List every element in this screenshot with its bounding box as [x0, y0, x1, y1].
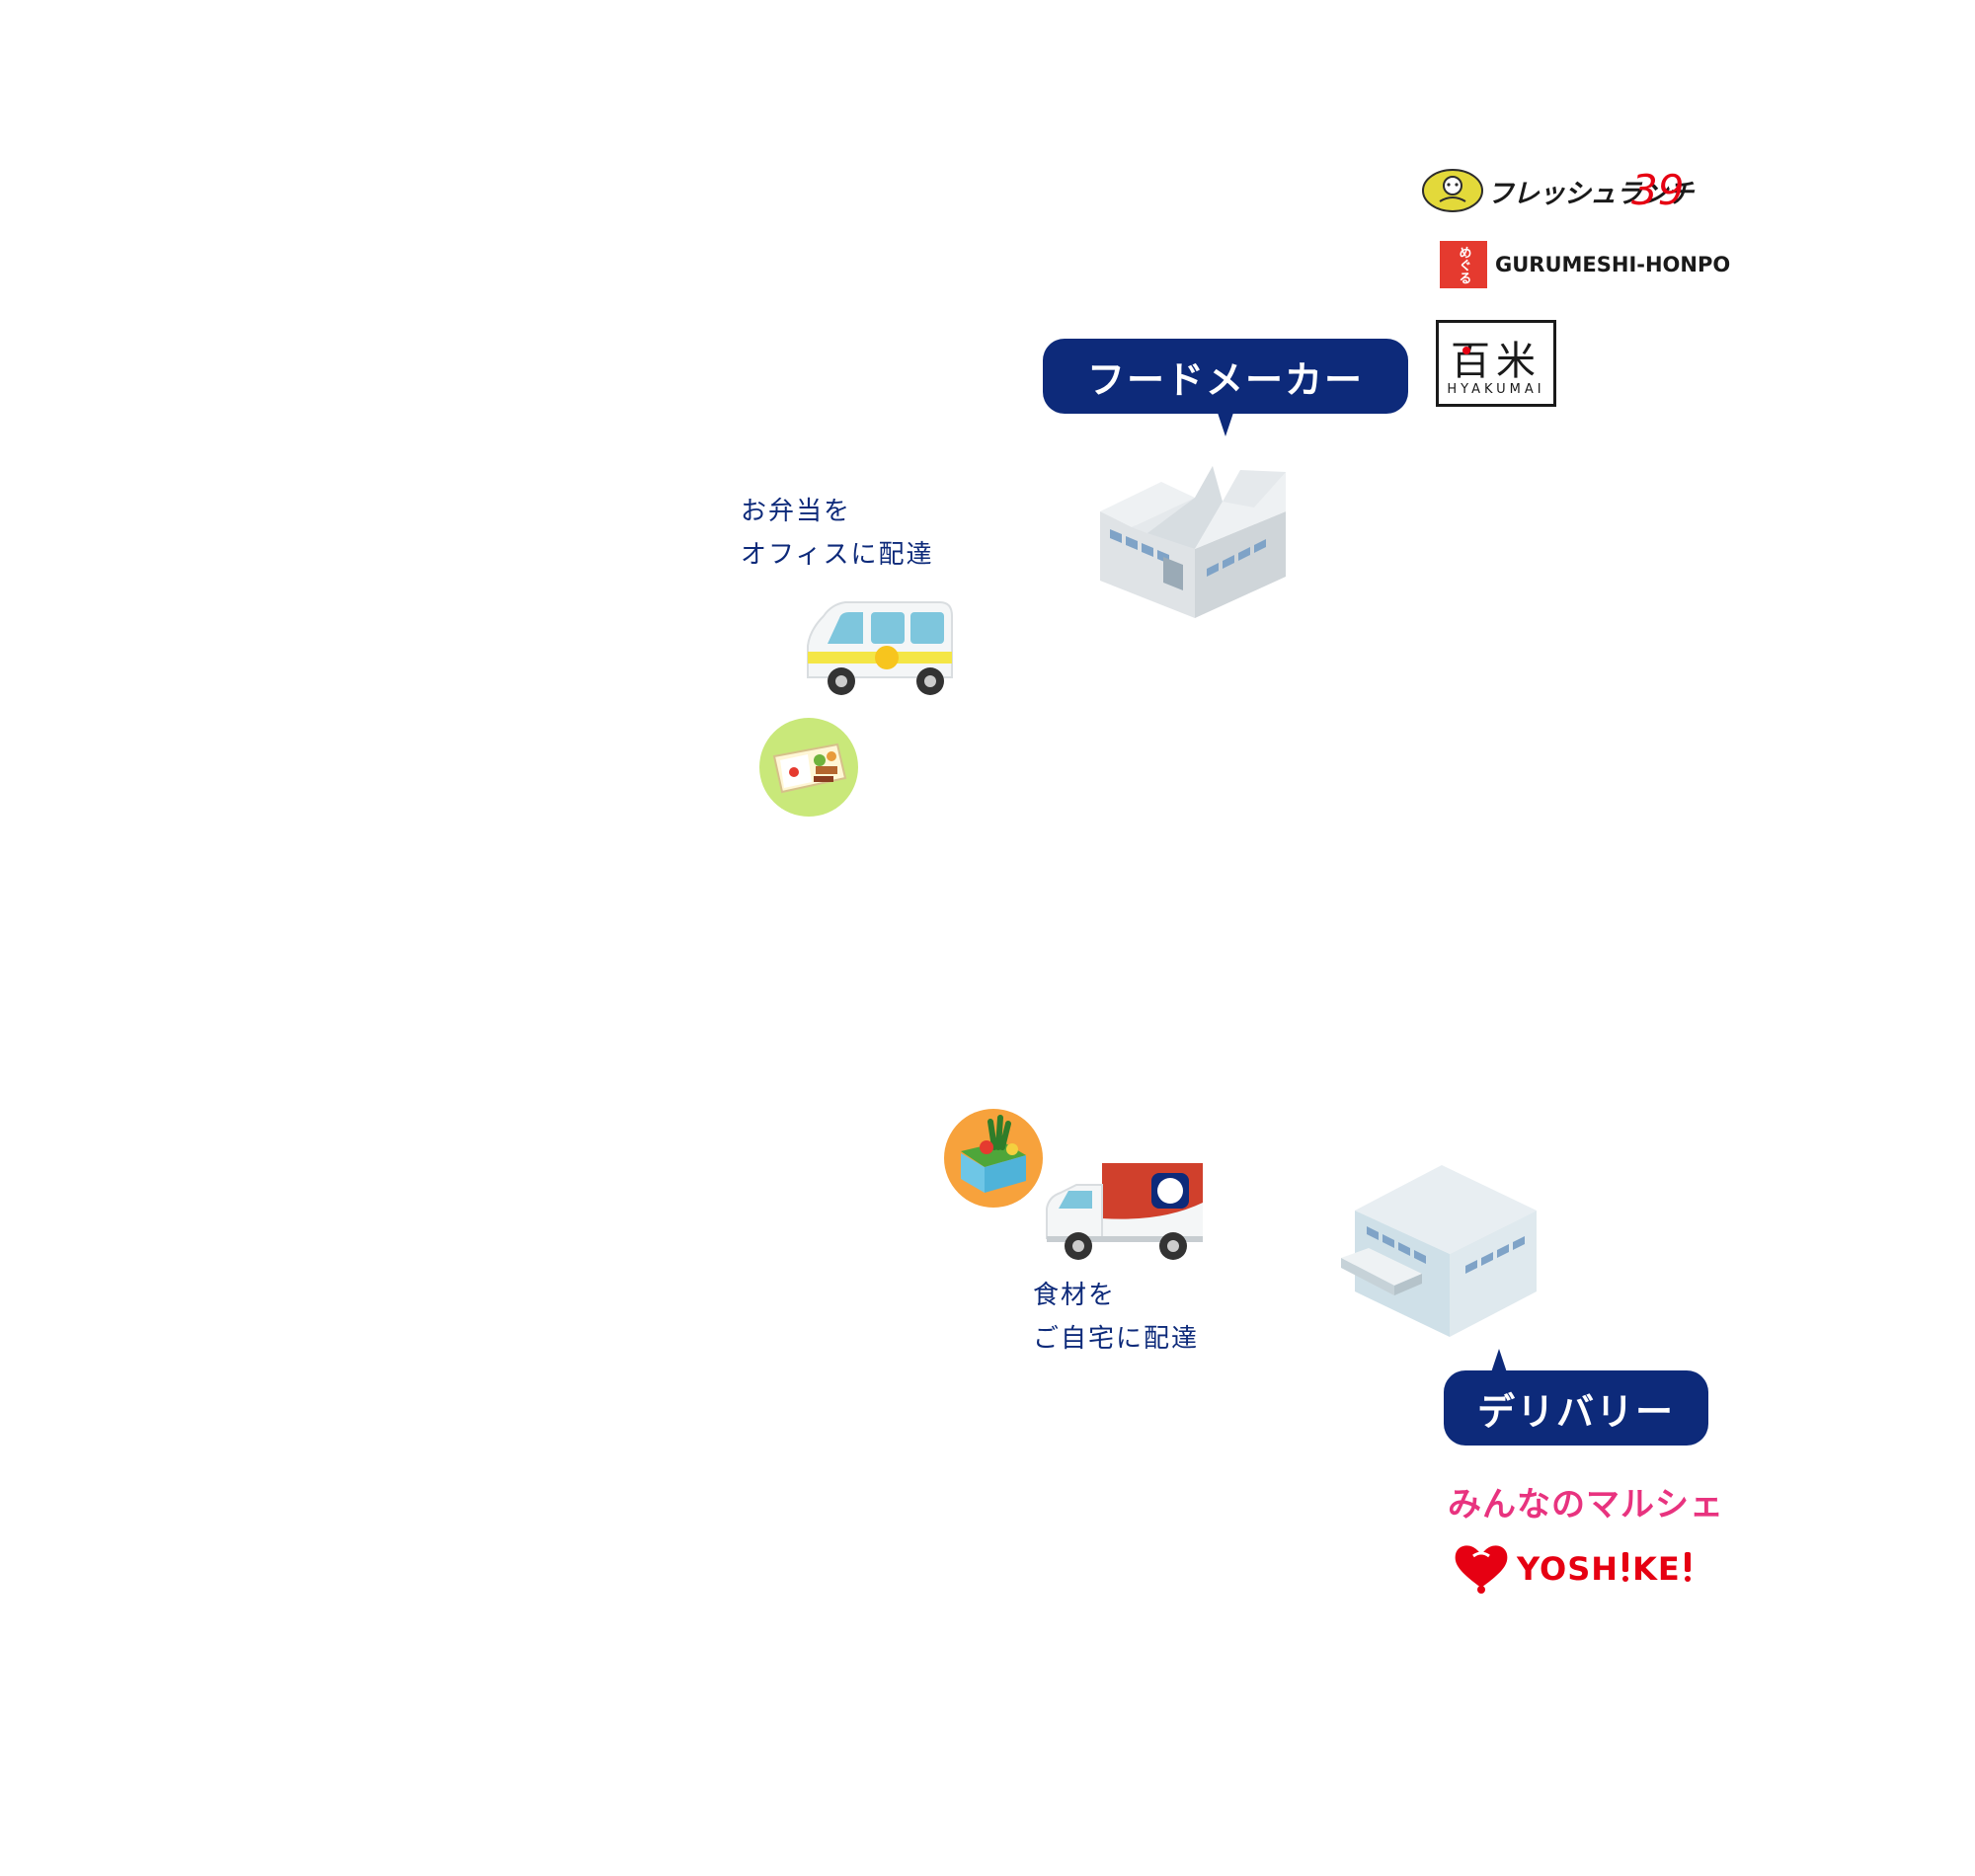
warehouse-icon [1341, 1165, 1537, 1337]
minna-no-marche-logo: みんなのマルシェ [1448, 1485, 1724, 1524]
yoshikei-wordmark: YOSH KE [1517, 1550, 1695, 1590]
delivery-caption-line2: ご自宅に配達 [1033, 1324, 1200, 1354]
meguru-mark-icon: めぐる [1440, 241, 1487, 288]
fresh-lunch-mascot-icon [1422, 169, 1483, 212]
delivery-caption: 食材を ご自宅に配達 [1033, 1274, 1199, 1361]
food-maker-caption-line2: オフィスに配達 [741, 540, 934, 570]
food-maker-label: フードメーカー [1043, 339, 1408, 414]
food-maker-label-tail [1218, 413, 1233, 436]
food-maker-caption: お弁当を オフィスに配達 [741, 490, 933, 577]
meguru-mark-text: めぐる [1456, 245, 1471, 284]
delivery-label: デリバリー [1444, 1370, 1708, 1446]
yoshikei-heart-icon [1455, 1545, 1508, 1594]
food-maker-caption-line1: お弁当を [741, 497, 852, 526]
hyakumai-red-dot-icon [1462, 347, 1470, 354]
fresh-lunch-logo: フレッシュランチ 39 [1422, 166, 1694, 219]
delivery-label-tail [1491, 1349, 1507, 1372]
hyakumai-logo: 百米 HYAKUMAI [1436, 320, 1556, 407]
gurumeshi-honpo-wordmark: GURUMESHI-HONPO [1495, 253, 1731, 276]
yoshikei-i-mark-end [1683, 1552, 1693, 1584]
delivery-van-icon [807, 601, 953, 695]
delivery-truck-icon [1046, 1163, 1203, 1260]
bento-box-icon [759, 718, 858, 817]
yoshikei-wordmark-part1: YOSH [1517, 1550, 1620, 1588]
fresh-lunch-number: 39 [1631, 166, 1685, 214]
food-maker-label-text: フードメーカー [1086, 357, 1364, 402]
gurumeshi-honpo-logo: めぐる GURUMESHI-HONPO [1440, 241, 1736, 290]
yoshikei-i-mark [1620, 1552, 1630, 1584]
hyakumai-mark: 百米 [1451, 339, 1541, 384]
yoshikei-logo: YOSH KE [1452, 1542, 1708, 1596]
yoshikei-wordmark-part2: KE [1632, 1550, 1681, 1588]
delivery-caption-line1: 食材を [1033, 1281, 1117, 1310]
hyakumai-wordmark: HYAKUMAI [1447, 382, 1545, 397]
fresh-lunch-wordmark: フレッシュランチ [1487, 179, 1694, 209]
delivery-label-text: デリバリー [1476, 1389, 1675, 1434]
factory-icon [1100, 466, 1286, 618]
vegetable-box-icon [944, 1109, 1043, 1208]
